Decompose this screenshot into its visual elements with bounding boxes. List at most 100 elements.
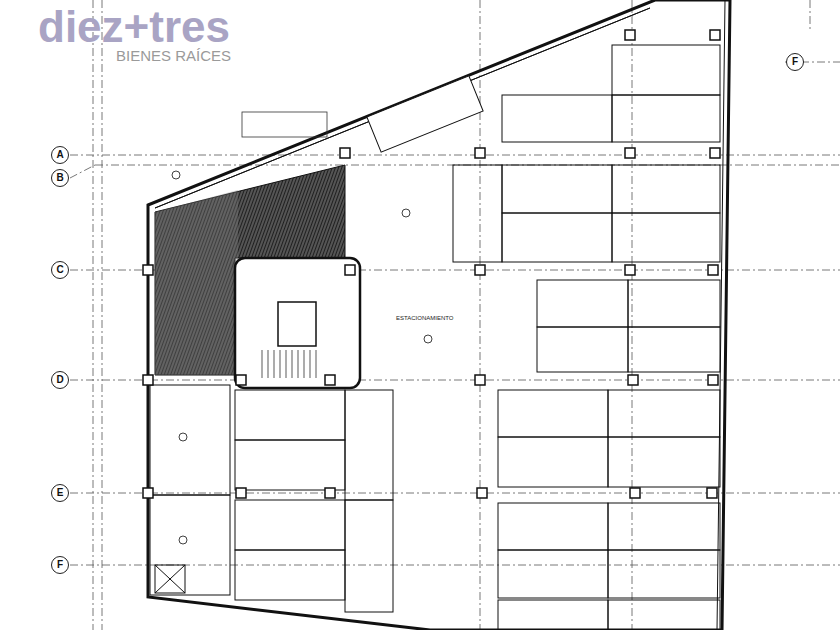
grid-bubble: B <box>51 169 69 187</box>
plan-line <box>102 0 103 630</box>
plan-line <box>453 165 502 262</box>
plan-line <box>340 148 350 158</box>
plan-line <box>274 350 275 378</box>
plan-line <box>608 550 720 598</box>
plan-line <box>292 350 293 378</box>
rooms <box>150 385 230 595</box>
grid-letter: E <box>57 488 64 498</box>
plan-line <box>150 495 230 595</box>
plan-line <box>172 171 180 179</box>
plan-line <box>537 327 628 372</box>
plan-line <box>710 148 720 158</box>
grid-letter: A <box>56 150 63 160</box>
plan-line <box>316 350 317 378</box>
parking-stalls <box>235 45 720 630</box>
plan-line <box>475 265 485 275</box>
plan-line <box>155 565 185 593</box>
grid-letter: B <box>56 173 63 183</box>
plan-line <box>280 350 281 378</box>
plan-line <box>150 385 230 495</box>
plan-line <box>498 437 608 487</box>
plan-line <box>612 213 720 262</box>
plan-line <box>475 148 485 158</box>
plan-line <box>625 265 635 275</box>
plan-line <box>235 440 345 490</box>
plan-line <box>628 375 638 385</box>
plan-line <box>612 165 720 213</box>
elevator <box>278 302 316 346</box>
plan-line <box>480 0 481 630</box>
stairs <box>262 350 316 378</box>
plan-line <box>235 390 345 440</box>
plan-line <box>498 600 608 630</box>
plan-line <box>143 488 153 498</box>
watermark: diez+tres <box>38 2 230 52</box>
plan-line <box>298 350 299 378</box>
grid-letter: F <box>792 57 798 67</box>
plan-line <box>502 95 612 142</box>
plan-line <box>155 565 185 593</box>
ramp-stall <box>367 76 483 152</box>
grid-bubble: A <box>51 146 69 164</box>
plan-line <box>708 265 718 275</box>
plan-line <box>608 600 720 630</box>
watermark-subtitle: BIENES RAÍCES <box>116 47 231 64</box>
plan-line <box>70 165 95 178</box>
plan-line <box>236 375 246 385</box>
grid-bubble: D <box>51 371 69 389</box>
plan-line <box>502 213 612 262</box>
plan-line <box>625 148 635 158</box>
plan-line <box>537 280 628 327</box>
grid-bubble: F <box>786 53 804 71</box>
site-boundary <box>148 0 730 630</box>
plan-line <box>628 280 720 327</box>
plan-line <box>235 550 345 600</box>
symbols <box>172 171 432 544</box>
core <box>235 258 360 388</box>
plan-line <box>345 265 355 275</box>
grid-bubble: E <box>51 484 69 502</box>
plan-line <box>608 503 720 550</box>
plan-line <box>179 536 187 544</box>
plan-line <box>612 45 720 95</box>
grid-letter: F <box>57 560 63 570</box>
plan-line <box>345 500 393 612</box>
plan-line <box>708 375 718 385</box>
plan-line <box>310 350 311 378</box>
grid-bubble: F <box>51 556 69 574</box>
plan-line <box>268 350 269 378</box>
plan-line <box>143 265 153 275</box>
plan-line <box>325 375 335 385</box>
plan-line <box>304 350 305 378</box>
plan-line <box>498 503 608 550</box>
plan-line <box>475 375 485 385</box>
plan-line <box>402 209 410 217</box>
plan-line <box>707 488 717 498</box>
plan-line <box>345 390 393 500</box>
plan-line <box>286 350 287 378</box>
plan-line <box>498 390 608 437</box>
plan-line <box>325 488 335 498</box>
columns <box>143 30 720 498</box>
ramp-box <box>242 112 327 137</box>
plan-line <box>630 488 640 498</box>
plan-line <box>143 375 153 385</box>
plan-line <box>70 155 840 156</box>
plan-line <box>498 550 608 598</box>
plan-line <box>235 500 345 550</box>
plan-line <box>155 565 185 593</box>
plan-line <box>612 95 720 142</box>
plan-line <box>810 0 811 30</box>
grid-bubble: C <box>51 261 69 279</box>
plan-line <box>424 335 432 343</box>
plan-line <box>502 165 612 213</box>
plan-line <box>608 390 720 437</box>
area-label: ESTACIONAMIENTO <box>396 315 453 321</box>
plan-line <box>236 488 246 498</box>
grid-lines <box>70 0 840 630</box>
plan-line <box>93 0 94 630</box>
grid-letter: D <box>56 375 63 385</box>
plan-line <box>262 350 263 378</box>
plan-line <box>477 488 487 498</box>
